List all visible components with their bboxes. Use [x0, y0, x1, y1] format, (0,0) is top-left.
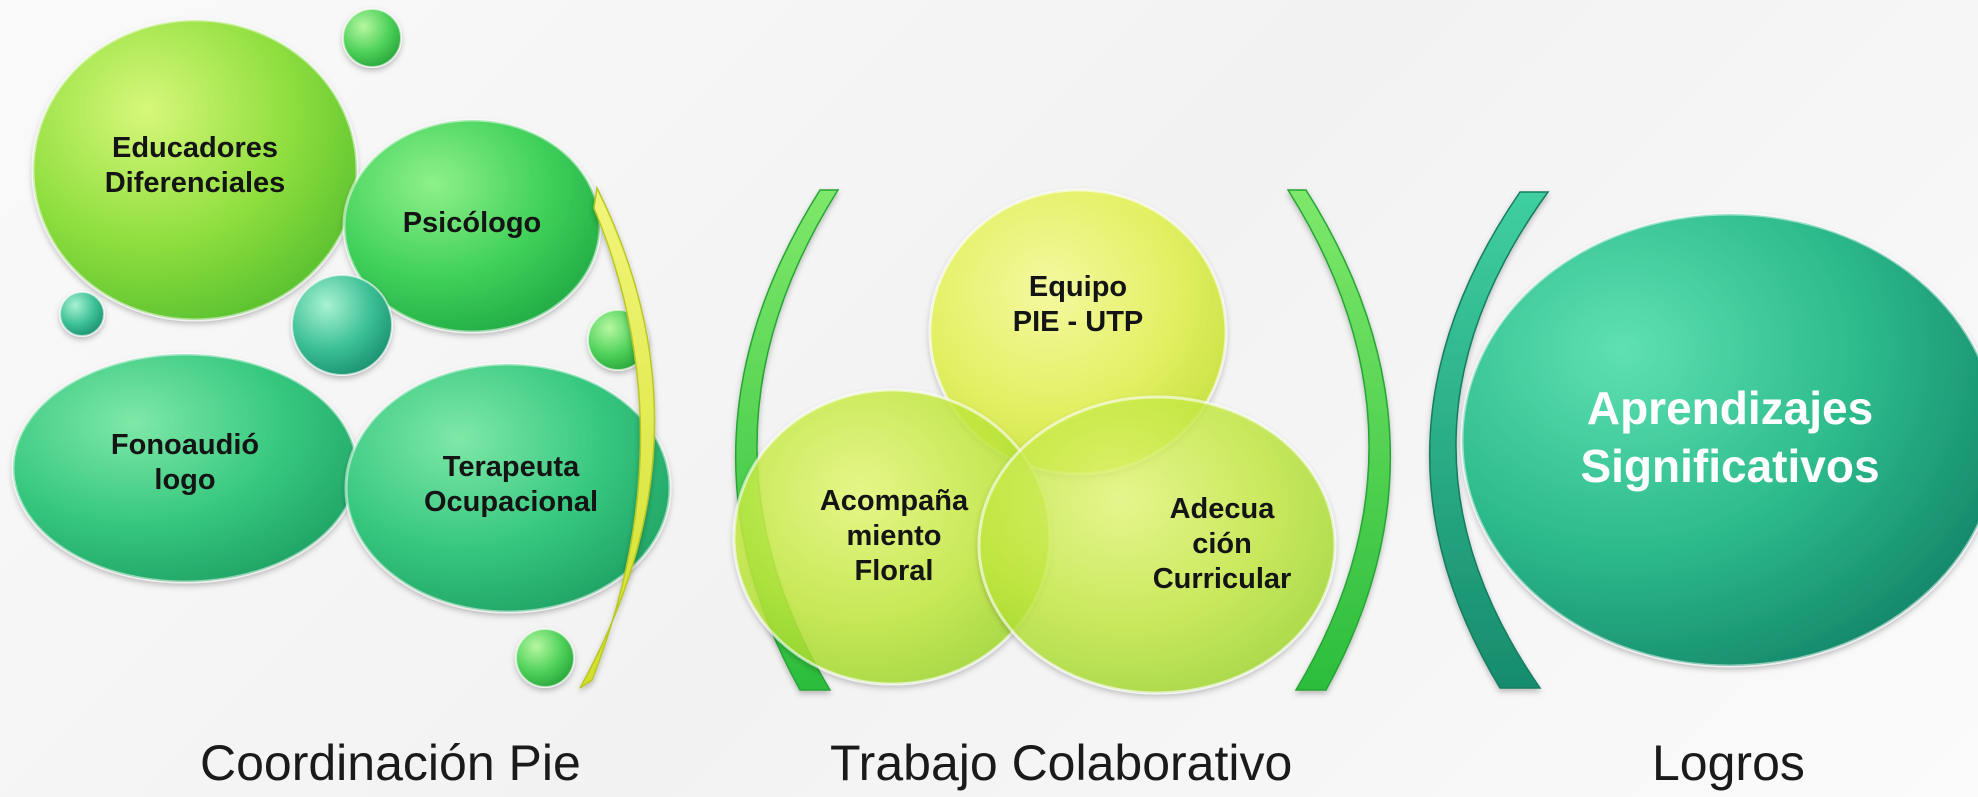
- bubble-decoration: [291, 274, 393, 376]
- node-label-fonoaudiologo: Fonoaudió logo: [110, 429, 260, 496]
- bracket-arc-logros: [1428, 191, 1550, 689]
- node-aprendizajes: [1460, 212, 1978, 668]
- caption-logros: Logros: [1652, 735, 1805, 791]
- node-terapeuta: [344, 362, 672, 614]
- node-label-aprendizajes: Aprendizajes Significativos: [1580, 382, 1880, 492]
- node-label-terapeuta: Terapeuta Ocupacional: [423, 451, 599, 518]
- bracket-arc-coordinacion: [579, 185, 656, 689]
- node-label-educadores: Educadores Diferenciales: [104, 132, 286, 199]
- bracket-arc-trabajo-right: [1286, 189, 1392, 691]
- node-educadores: [31, 18, 359, 322]
- bubble-decoration: [515, 628, 575, 688]
- node-label-equipo: Equipo PIE - UTP: [1012, 271, 1144, 338]
- bubble-decoration: [59, 291, 105, 337]
- node-psicologo: [342, 118, 602, 334]
- node-adecuacion: [977, 395, 1337, 695]
- node-label-adecuacion: Adecua ción Curricular: [1152, 493, 1292, 595]
- caption-trabajo: Trabajo Colaborativo: [830, 735, 1293, 791]
- bubble-decoration: [342, 8, 402, 68]
- node-label-acompanamiento: Acompaña miento Floral: [819, 485, 969, 587]
- node-label-psicologo: Psicólogo: [402, 207, 542, 239]
- caption-coordinacion: Coordinación Pie: [200, 735, 581, 791]
